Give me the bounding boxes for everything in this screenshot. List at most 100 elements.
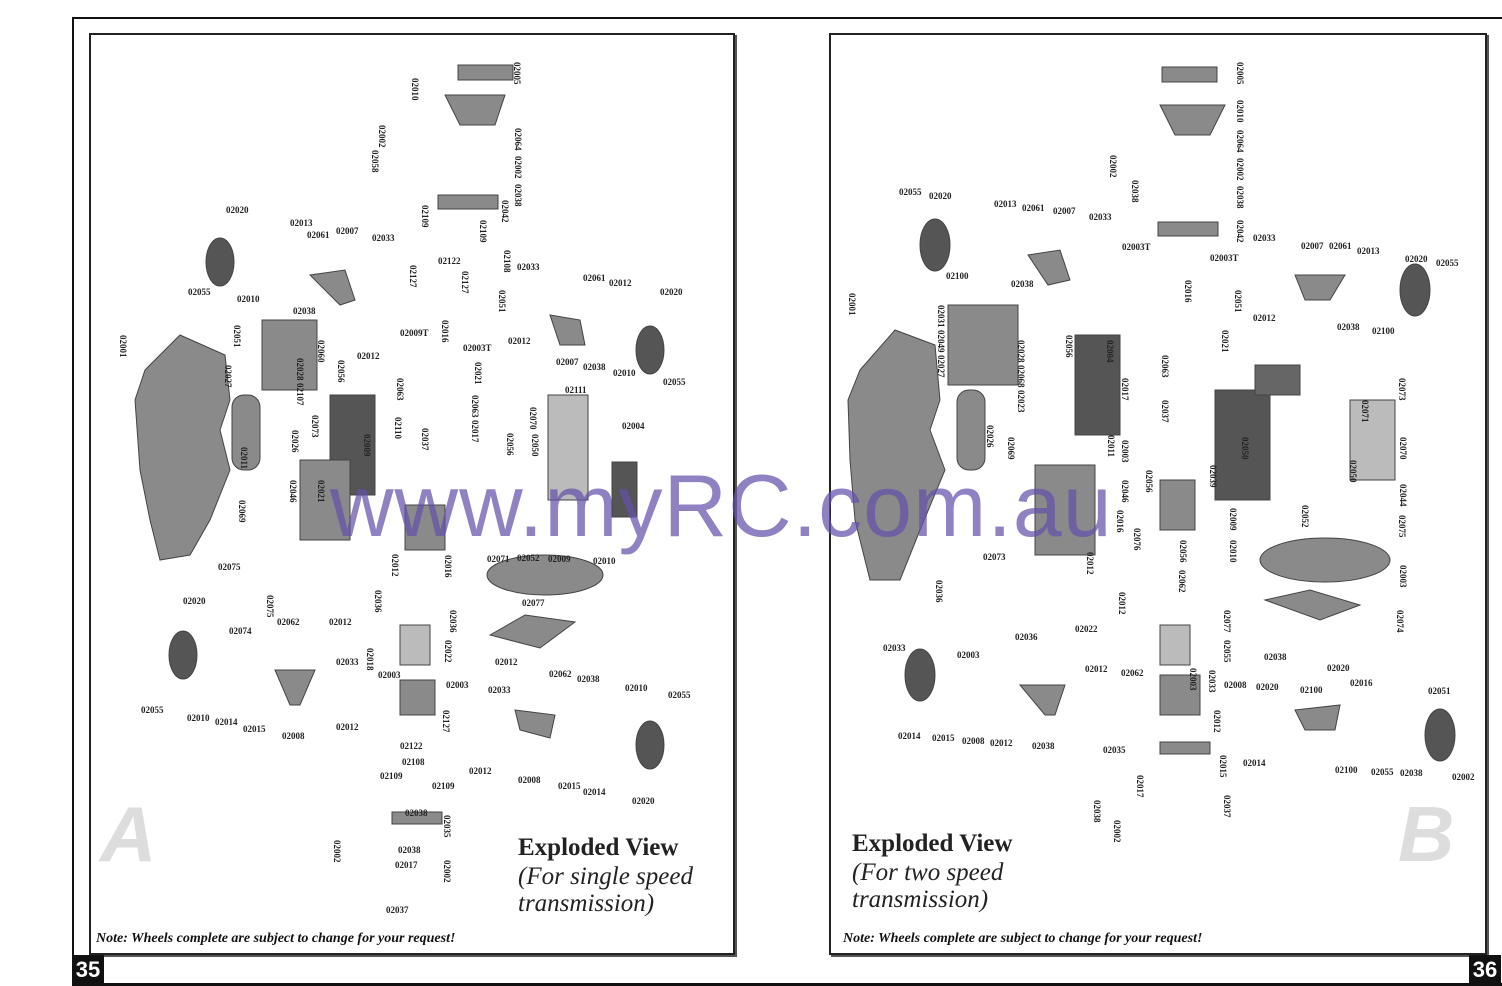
part-number-label: 02038 xyxy=(1264,652,1287,662)
part-number-label: 02038 xyxy=(1092,800,1102,823)
part-number-label: 02050 xyxy=(530,434,540,457)
part-number-label: 02028 xyxy=(1016,340,1026,363)
part-number-label: 02055 xyxy=(1436,258,1459,268)
servo-mount-b xyxy=(1034,464,1096,556)
wheel-a-fl xyxy=(205,237,235,287)
part-number-label: 02012 xyxy=(336,722,359,732)
part-number-label: 02021 xyxy=(316,480,326,503)
part-number-label: 02035 xyxy=(1103,745,1126,755)
page-a-note: Note: Wheels complete are subject to cha… xyxy=(96,931,456,946)
wheel-a-rl xyxy=(168,630,198,680)
part-number-label: 02033 xyxy=(1253,233,1276,243)
part-number-label: 02055 xyxy=(141,705,164,715)
part-number-label: 02020 xyxy=(632,796,655,806)
page-a-letter: A xyxy=(100,790,157,878)
part-number-label: 02037 xyxy=(386,905,409,915)
part-number-label: 02075 xyxy=(218,562,241,572)
part-number-label: 02011 xyxy=(1106,435,1116,458)
receiver-box-a xyxy=(611,461,638,518)
part-number-label: 02064 xyxy=(1235,130,1245,153)
part-number-label: 02012 xyxy=(469,766,492,776)
part-number-label: 02033 xyxy=(1089,212,1112,222)
part-number-label: 02033 xyxy=(517,262,540,272)
page-a-subtitle-line2: transmission) xyxy=(518,890,655,917)
part-number-label: 02122 xyxy=(400,741,423,751)
part-number-label: 02017 xyxy=(395,860,418,870)
part-number-label: 02056 xyxy=(1064,335,1074,358)
part-number-label: 02016 xyxy=(440,320,450,343)
page-a-number: 35 xyxy=(72,955,104,985)
part-number-label: 02044 xyxy=(1398,484,1408,507)
rear-bumper-a xyxy=(391,811,443,825)
part-number-label: 02020 xyxy=(183,596,206,606)
part-number-label: 02068 xyxy=(1016,365,1026,388)
part-number-label: 02051 xyxy=(497,290,507,313)
part-number-label: 02008 xyxy=(282,731,305,741)
arm-b-rr xyxy=(1294,704,1341,731)
part-number-label: 02037 xyxy=(420,428,430,451)
part-number-label: 02039 xyxy=(1208,465,1218,488)
page-left-rule xyxy=(72,17,74,986)
battery-box-b xyxy=(1349,399,1396,481)
part-number-label: 02015 xyxy=(243,724,266,734)
part-number-label: 02033 xyxy=(372,233,395,243)
part-number-label: 02008 xyxy=(518,775,541,785)
part-number-label: 02017 xyxy=(470,420,480,443)
part-number-label: 02036 xyxy=(373,590,383,613)
part-number-label: 02055 xyxy=(188,287,211,297)
part-number-label: 02038 xyxy=(1337,322,1360,332)
part-number-label: 02003 xyxy=(1120,440,1130,463)
arm-a-rr xyxy=(514,709,556,739)
part-number-label: 02110 xyxy=(393,417,403,440)
part-number-label: 02073 xyxy=(983,552,1006,562)
page-a-title: Exploded View xyxy=(518,834,679,861)
bumper-a xyxy=(437,194,499,210)
part-number-label: 02055 xyxy=(663,377,686,387)
part-number-label: 02012 xyxy=(609,278,632,288)
part-number-label: 02111 xyxy=(565,385,587,395)
part-number-label: 02035 xyxy=(442,815,452,838)
radio-tray-b xyxy=(1214,389,1271,501)
part-number-label: 02012 xyxy=(1085,664,1108,674)
part-number-label: 02033 xyxy=(488,685,511,695)
gearbox-b xyxy=(1074,334,1121,436)
radio-tray-a xyxy=(329,394,376,496)
part-number-label: 02100 xyxy=(1335,765,1358,775)
part-number-label: 02002 xyxy=(442,860,452,883)
part-number-label: 02077 xyxy=(1222,610,1232,633)
part-number-label: 02009 xyxy=(362,434,372,457)
rear-diff-a xyxy=(399,679,436,716)
page-b-letter: B xyxy=(1398,790,1455,878)
part-number-label: 02013 xyxy=(290,218,313,228)
part-number-label: 02022 xyxy=(443,640,453,663)
part-number-label: 02012 xyxy=(1253,313,1276,323)
part-number-label: 02069 xyxy=(237,500,247,523)
exhaust-b xyxy=(956,389,986,471)
part-number-label: 02010 xyxy=(410,78,420,101)
part-number-label: 02012 xyxy=(357,351,380,361)
part-number-label: 02046 xyxy=(288,480,298,503)
part-number-label: 02109 xyxy=(478,220,488,243)
part-number-label: 02038 xyxy=(1400,768,1423,778)
part-number-label: 02046 xyxy=(1120,480,1130,503)
part-number-label: 02015 xyxy=(558,781,581,791)
part-number-label: 02002 xyxy=(1452,772,1475,782)
center-diff-b xyxy=(1159,479,1196,531)
part-number-label: 02107 xyxy=(295,383,305,406)
page-b-note: Note: Wheels complete are subject to cha… xyxy=(843,931,1203,946)
page-a-subtitle-line1: (For single speed xyxy=(518,863,693,890)
part-number-label: 02009 xyxy=(1228,508,1238,531)
part-number-label: 02010 xyxy=(625,683,648,693)
page-bottom-rule xyxy=(72,983,1502,986)
part-number-label: 02061 xyxy=(1022,203,1045,213)
arm-b-fl xyxy=(1027,249,1071,286)
part-number-label: 02003 xyxy=(1398,565,1408,588)
part-number-label: 02038 xyxy=(1235,186,1245,209)
part-number-label: 02061 xyxy=(583,273,606,283)
part-number-label: 02100 xyxy=(1372,326,1395,336)
part-number-label: 02036 xyxy=(934,580,944,603)
part-number-label: 02038 xyxy=(1130,180,1140,203)
part-number-label: 02002 xyxy=(1108,155,1118,178)
wheel-b-fl xyxy=(919,218,951,272)
